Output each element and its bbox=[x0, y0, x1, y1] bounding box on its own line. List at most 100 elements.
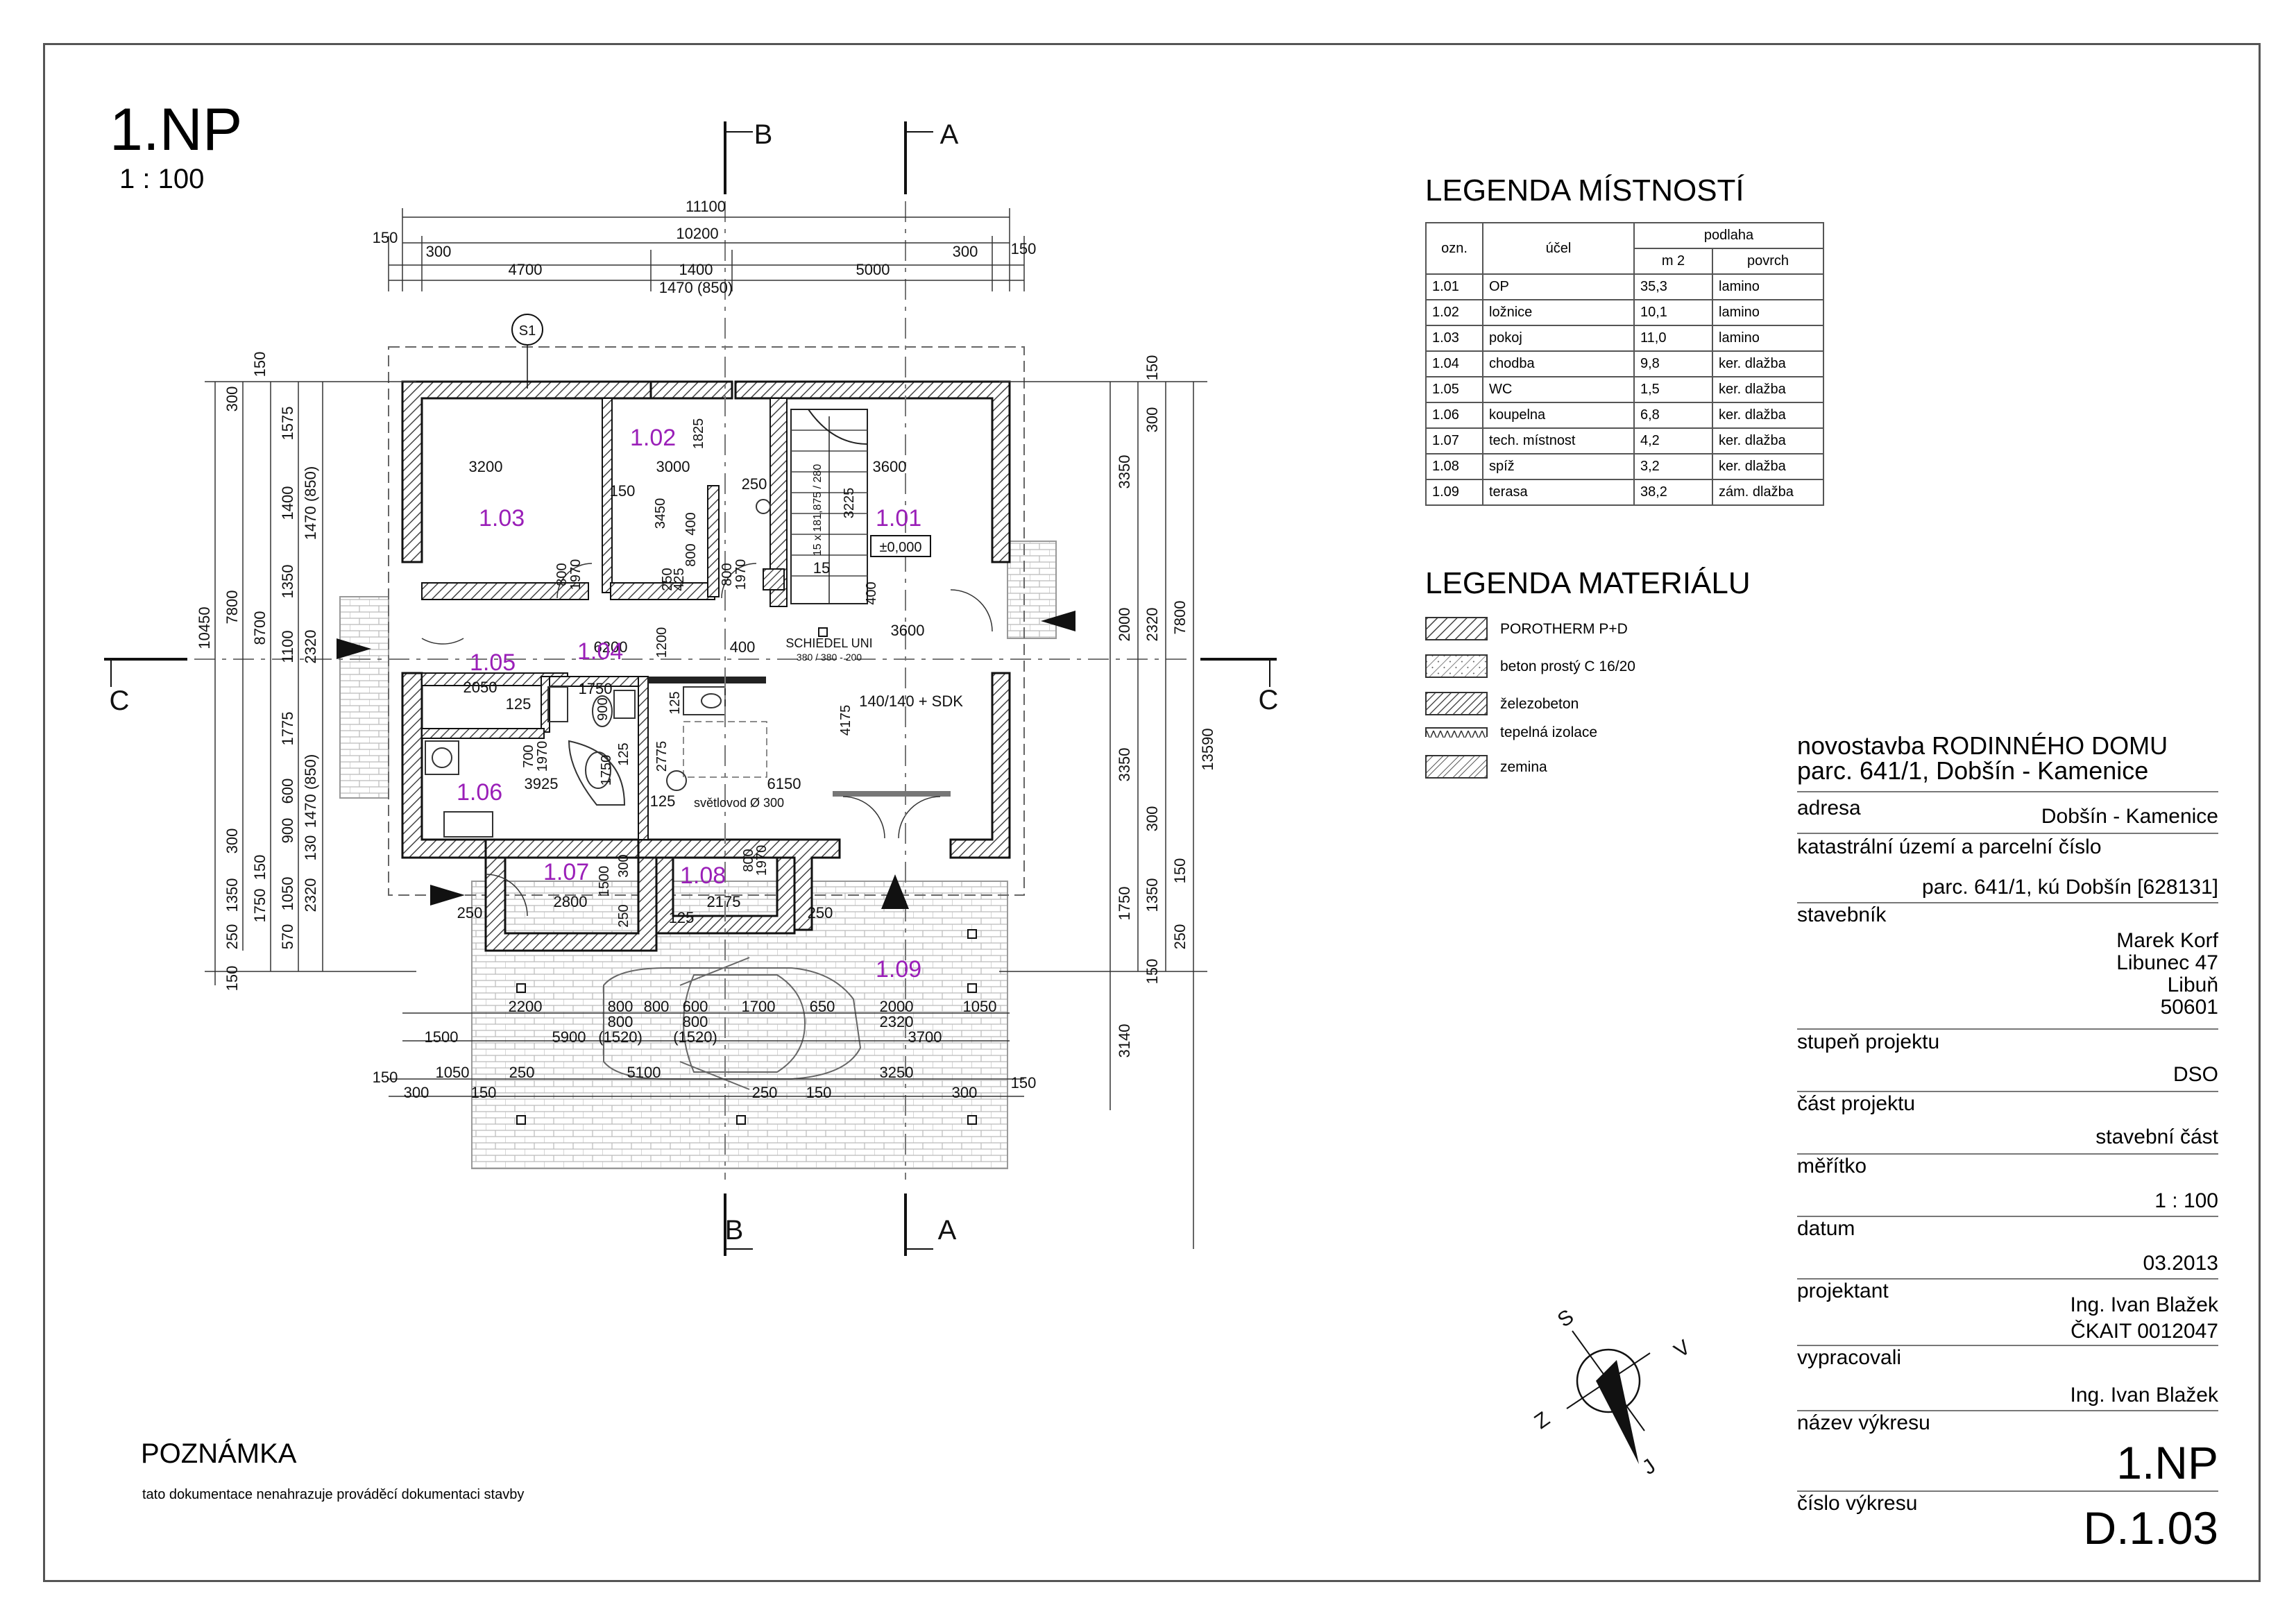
svg-text:125: 125 bbox=[616, 742, 631, 765]
dim-label: 6150 bbox=[767, 775, 801, 792]
dim-label: 125 bbox=[669, 909, 695, 926]
dim-label: 2200 bbox=[509, 998, 543, 1015]
svg-text:1970: 1970 bbox=[568, 559, 584, 590]
compass-j: J bbox=[1638, 1454, 1660, 1479]
drawing-name-value: 1.NP bbox=[2116, 1437, 2218, 1488]
note-text: tato dokumentace nenahrazuje prováděcí d… bbox=[142, 1487, 525, 1502]
svg-text:10450: 10450 bbox=[196, 606, 213, 649]
svg-text:2320: 2320 bbox=[302, 878, 319, 912]
part-value: stavební část bbox=[2095, 1125, 2218, 1148]
dim-label: 1050 bbox=[436, 1064, 470, 1081]
svg-text:150: 150 bbox=[1171, 858, 1189, 884]
cell-povrch: lamino bbox=[1712, 273, 1824, 300]
cell-ucel: WC bbox=[1482, 376, 1635, 403]
cell-ozn: 1.09 bbox=[1425, 479, 1483, 506]
room-number: 1.04 bbox=[577, 638, 624, 665]
drawing-scale: 1 : 100 bbox=[119, 164, 205, 194]
svg-text:3350: 3350 bbox=[1116, 455, 1133, 489]
dim-label: 150 bbox=[471, 1084, 497, 1101]
cell-ozn: 1.07 bbox=[1425, 427, 1483, 454]
svg-text:250: 250 bbox=[1171, 924, 1189, 950]
dim-label: 150 bbox=[1011, 1074, 1037, 1091]
svg-text:150: 150 bbox=[251, 352, 269, 377]
cell-m2: 35,3 bbox=[1633, 273, 1713, 300]
dim-label: 125 bbox=[506, 695, 532, 713]
svg-text:1970: 1970 bbox=[754, 845, 769, 876]
cell-ucel: chodba bbox=[1482, 350, 1635, 377]
cell-ozn: 1.05 bbox=[1425, 376, 1483, 403]
cell-povrch: zám. dlažba bbox=[1712, 479, 1824, 506]
drawn-value: Ing. Ivan Blažek bbox=[2070, 1384, 2218, 1407]
dim-label: 1500 bbox=[425, 1028, 459, 1046]
svg-text:8700: 8700 bbox=[251, 611, 269, 645]
cell-povrch: ker. dlažba bbox=[1712, 350, 1824, 377]
cell-m2: 3,2 bbox=[1633, 453, 1713, 480]
designer-value: Ing. Ivan Blažek ČKAIT 0012047 bbox=[2070, 1292, 2218, 1345]
dim-label: 150 bbox=[1011, 240, 1037, 257]
dim-label: 3200 bbox=[469, 458, 503, 475]
material-swatch bbox=[1425, 727, 1488, 738]
address-label: adresa bbox=[1797, 797, 1861, 819]
svg-text:1575: 1575 bbox=[279, 407, 296, 441]
dim-label: 2320 bbox=[880, 1013, 914, 1030]
room-number: 1.05 bbox=[470, 649, 516, 676]
scale-label: měřítko bbox=[1797, 1155, 1867, 1178]
project-line2: parc. 641/1, Dobšín - Kamenice bbox=[1797, 756, 2149, 785]
dim-label: 400 bbox=[730, 638, 756, 656]
svg-text:2320: 2320 bbox=[1143, 608, 1161, 642]
cell-ozn: 1.08 bbox=[1425, 453, 1483, 480]
dim-label: 10200 bbox=[676, 225, 718, 242]
dim-label: 11100 bbox=[686, 198, 726, 215]
cell-povrch: ker. dlažba bbox=[1712, 402, 1824, 429]
dim-label: 800 bbox=[683, 1013, 708, 1030]
svg-text:13590: 13590 bbox=[1199, 728, 1216, 770]
cell-m2: 4,2 bbox=[1633, 427, 1713, 454]
project-line1: novostavba RODINNÉHO DOMU bbox=[1797, 731, 2168, 760]
svg-text:1750: 1750 bbox=[251, 889, 269, 923]
col-header: podlaha bbox=[1633, 222, 1824, 249]
dim-label: 800 bbox=[608, 1013, 633, 1030]
svg-text:300: 300 bbox=[223, 829, 241, 854]
dim-label: 250 bbox=[509, 1064, 535, 1081]
dim-label: (1520) bbox=[598, 1028, 643, 1046]
section-mark-a-top: A bbox=[940, 119, 959, 150]
dim-label: 150 bbox=[806, 1084, 832, 1101]
svg-text:300: 300 bbox=[223, 386, 241, 412]
cell-povrch: ker. dlažba bbox=[1712, 453, 1824, 480]
room-number: 1.07 bbox=[543, 859, 590, 885]
svg-text:1750: 1750 bbox=[1116, 887, 1133, 921]
svg-text:1970: 1970 bbox=[535, 741, 550, 772]
svg-text:1350: 1350 bbox=[223, 878, 241, 912]
designer-label: projektant bbox=[1797, 1280, 1889, 1302]
dim-label: 5900 bbox=[552, 1028, 586, 1046]
svg-text:1400: 1400 bbox=[279, 486, 296, 520]
dim-label: 6200 bbox=[594, 638, 628, 656]
material-label: POROTHERM P+D bbox=[1500, 621, 1628, 637]
room-number: 1.01 bbox=[876, 505, 922, 532]
room-number: 1.08 bbox=[680, 863, 726, 889]
dim-label: 2800 bbox=[554, 893, 588, 910]
svg-text:900: 900 bbox=[279, 818, 296, 844]
svg-text:130: 130 bbox=[302, 835, 319, 861]
cell-povrch: lamino bbox=[1712, 325, 1824, 352]
materials-legend-title: LEGENDA MATERIÁLU bbox=[1425, 566, 1751, 600]
cell-povrch: lamino bbox=[1712, 299, 1824, 326]
dim-label: 150 bbox=[373, 229, 398, 246]
col-header: ozn. bbox=[1425, 222, 1483, 275]
part-label: část projektu bbox=[1797, 1092, 1916, 1115]
date-label: datum bbox=[1797, 1217, 1855, 1240]
svg-text:250: 250 bbox=[660, 568, 675, 590]
builder-value: Marek Korf Libunec 47 Libuň 50601 bbox=[2116, 930, 2218, 1019]
builder-line: Libunec 47 bbox=[2116, 951, 2218, 974]
svg-text:1470 (850): 1470 (850) bbox=[302, 466, 319, 540]
col-header: účel bbox=[1482, 222, 1635, 275]
dim-label: 1750 bbox=[579, 680, 613, 697]
svg-text:1350: 1350 bbox=[1143, 878, 1161, 912]
section-mark-b-top: B bbox=[754, 119, 773, 150]
svg-text:570: 570 bbox=[279, 924, 296, 950]
material-swatch bbox=[1425, 692, 1488, 715]
